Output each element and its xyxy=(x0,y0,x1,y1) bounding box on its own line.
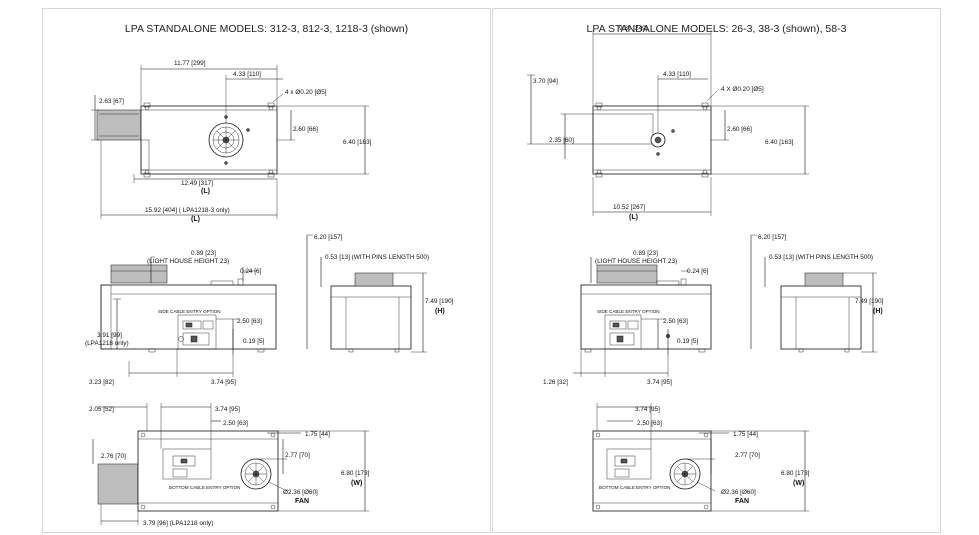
panel-title: LPA STANDALONE MODELS: 312-3, 812-3, 121… xyxy=(124,23,409,35)
dim-fan: Ø2.36 [Ø60] xyxy=(721,489,756,496)
dim-width: 9.80 [249] xyxy=(619,25,648,32)
dim-bottom-height: 6.80 [173] xyxy=(781,470,810,477)
dim-side-top: 6.20 [157] xyxy=(314,234,343,241)
dim-inner: 2.35 [60] xyxy=(549,137,574,144)
drawing-panel-lpa-26-38-58: LPA STANDALONE MODELS: 26-3, 38-3 (shown… xyxy=(492,8,941,533)
side-cable-entry-panel xyxy=(177,314,217,350)
dim-side-height: 7.49 [190] xyxy=(425,298,454,305)
enclosure-front xyxy=(100,284,277,350)
enclosure-front xyxy=(580,284,712,350)
dim-lh: 0.89 [23] xyxy=(633,250,658,257)
top-view: 9.80 [249] 4.33 [110] 4 X Ø0.20 [Ø5] 3.7… xyxy=(527,25,809,221)
dim-side-pins: 0.53 [13] (WITH PINS LENGTH 500) xyxy=(769,254,873,261)
panel-title: LPA STANDALONE MODELS: 26-3, 38-3 (shown… xyxy=(586,23,847,35)
dim-bottom-left: 2.05 [52] xyxy=(89,406,114,413)
dim-foot: 0.19 [5] xyxy=(677,338,699,345)
dim-length: 12.49 [317] xyxy=(181,180,213,187)
bottom-view: 2.05 [52] 3.74 [95] 2.50 [63] 1.75 [44] … xyxy=(89,403,370,527)
dim-side-height: 7.49 [190] xyxy=(855,298,884,305)
dim-front-br: 3.74 [95] xyxy=(647,379,672,386)
dim-right: 2.60 [66] xyxy=(293,126,318,133)
engineering-drawing: 9.80 [249] 4.33 [110] 4 X Ø0.20 [Ø5] 3.7… xyxy=(527,25,884,512)
dim-lh-left: 3.91 [99] xyxy=(97,332,122,339)
label-side-entry: SIDE CABLE ENTRY OPTION xyxy=(158,309,221,314)
top-view: 11.77 [299] 4.33 [110] 4 x Ø0.20 [Ø5] 2.… xyxy=(91,60,372,223)
label-bottom-entry: BOTTOM CABLE ENTRY OPTION xyxy=(169,485,240,490)
dim-side-height-label: (H) xyxy=(873,308,883,315)
dim-length: 10.52 [267] xyxy=(613,204,645,211)
dim-bottom-right: 1.75 [44] xyxy=(733,431,758,438)
dim-bottom-height: 6.80 [173] xyxy=(341,470,370,477)
bottom-view: 3.74 [95] 2.50 [63] 1.75 [44] 2.77 [70] … xyxy=(592,403,810,512)
dim-overall-label: (L) xyxy=(191,216,200,223)
bottom-cable-entry-panel xyxy=(162,448,212,480)
dim-holes: 4 x Ø0.20 [Ø5] xyxy=(285,89,327,96)
dim-top: 0.24 [6] xyxy=(687,268,709,275)
dim-bottom-height-label: (W) xyxy=(351,480,362,487)
dim-overall: 15.92 [404] ( LPA1218-3 only) xyxy=(145,207,230,214)
dim-fan-offset: 2.77 [70] xyxy=(285,452,310,459)
dim-side-height-label: (H) xyxy=(435,308,445,315)
dim-width: 11.77 [299] xyxy=(174,60,206,67)
label-side-entry: SIDE CABLE ENTRY OPTION xyxy=(597,309,660,314)
dim-lh-note: (LIGHT HOUSE HEIGHT 23) xyxy=(147,258,229,265)
dim-holes: 4 X Ø0.20 [Ø5] xyxy=(721,86,764,93)
dim-fan-offset: 2.77 [70] xyxy=(735,452,760,459)
enclosure-side xyxy=(330,285,412,350)
front-view: 0.89 [23] (LIGHT HOUSE HEIGHT 23) 0.24 [… xyxy=(543,250,712,386)
bottom-cable-entry-panel xyxy=(606,448,652,480)
dim-front-bl: 3.23 [82] xyxy=(89,379,114,386)
side-cable-entry-panel xyxy=(604,314,642,350)
dim-front-br: 3.74 [95] xyxy=(211,379,236,386)
dim-bottom-side: 2.76 [70] xyxy=(101,453,126,460)
dim-bottom-top: 3.74 [95] xyxy=(635,406,660,413)
light-house-front xyxy=(596,264,658,284)
dim-length-label: (L) xyxy=(629,214,638,221)
dim-bottom-height-label: (W) xyxy=(793,480,804,487)
dim-bottom-top: 3.74 [95] xyxy=(215,406,240,413)
dim-bottom-mid: 2.50 [63] xyxy=(637,420,662,427)
light-house-block xyxy=(96,109,142,141)
dim-side-pins: 0.53 [13] (WITH PINS LENGTH 500) xyxy=(325,254,429,261)
label-fan: FAN xyxy=(735,498,749,505)
dim-bottom-mid: 2.50 [63] xyxy=(223,420,248,427)
dim-lh-note: (LIGHT HOUSE HEIGHT 23) xyxy=(595,258,677,265)
dim-left: 2.63 [67] xyxy=(99,98,124,105)
enclosure-side xyxy=(780,285,862,350)
dim-front-bl: 1.26 [32] xyxy=(543,379,568,386)
engineering-drawing: 11.77 [299] 4.33 [110] 4 x Ø0.20 [Ø5] 2.… xyxy=(85,60,454,527)
dim-connector: 2.50 [63] xyxy=(237,318,262,325)
light-house-front xyxy=(110,264,168,284)
dim-foot: 0.19 [5] xyxy=(243,338,265,345)
dim-connector: 2.50 [63] xyxy=(663,318,688,325)
dim-side-top: 6.20 [157] xyxy=(758,234,787,241)
front-view: 0.89 [23] (LIGHT HOUSE HEIGHT 23) 0.24 [… xyxy=(85,250,277,386)
side-view: 6.20 [157] 0.53 [13] (WITH PINS LENGTH 5… xyxy=(750,234,884,353)
dim-center: 4.33 [110] xyxy=(663,71,691,78)
dim-bottom-right: 1.75 [44] xyxy=(305,431,330,438)
dim-bottom-overall: 3.79 [96] (LPA1218 only) xyxy=(143,520,213,527)
dim-height: 6.40 [163] xyxy=(765,139,794,146)
dim-left: 3.70 [94] xyxy=(533,78,558,85)
dim-top: 0.24 [6] xyxy=(240,268,262,275)
dim-lh-left-note: (LPA1218 only) xyxy=(85,340,129,347)
dim-center: 4.33 [110] xyxy=(233,71,261,78)
dim-lh: 0.89 [23] xyxy=(191,250,216,257)
label-fan: FAN xyxy=(295,498,309,505)
dim-fan: Ø2.36 [Ø60] xyxy=(283,489,318,496)
side-view: 6.20 [157] 0.53 [13] (WITH PINS LENGTH 5… xyxy=(306,234,454,353)
dim-right: 2.60 [66] xyxy=(727,126,752,133)
drawing-panel-lpa-312-812-1218: LPA STANDALONE MODELS: 312-3, 812-3, 121… xyxy=(42,8,491,533)
label-bottom-entry: BOTTOM CABLE ENTRY OPTION xyxy=(599,485,670,490)
dim-height: 6.40 [163] xyxy=(343,139,372,146)
light-house-top xyxy=(592,113,654,145)
dim-length-label: (L) xyxy=(201,188,210,195)
